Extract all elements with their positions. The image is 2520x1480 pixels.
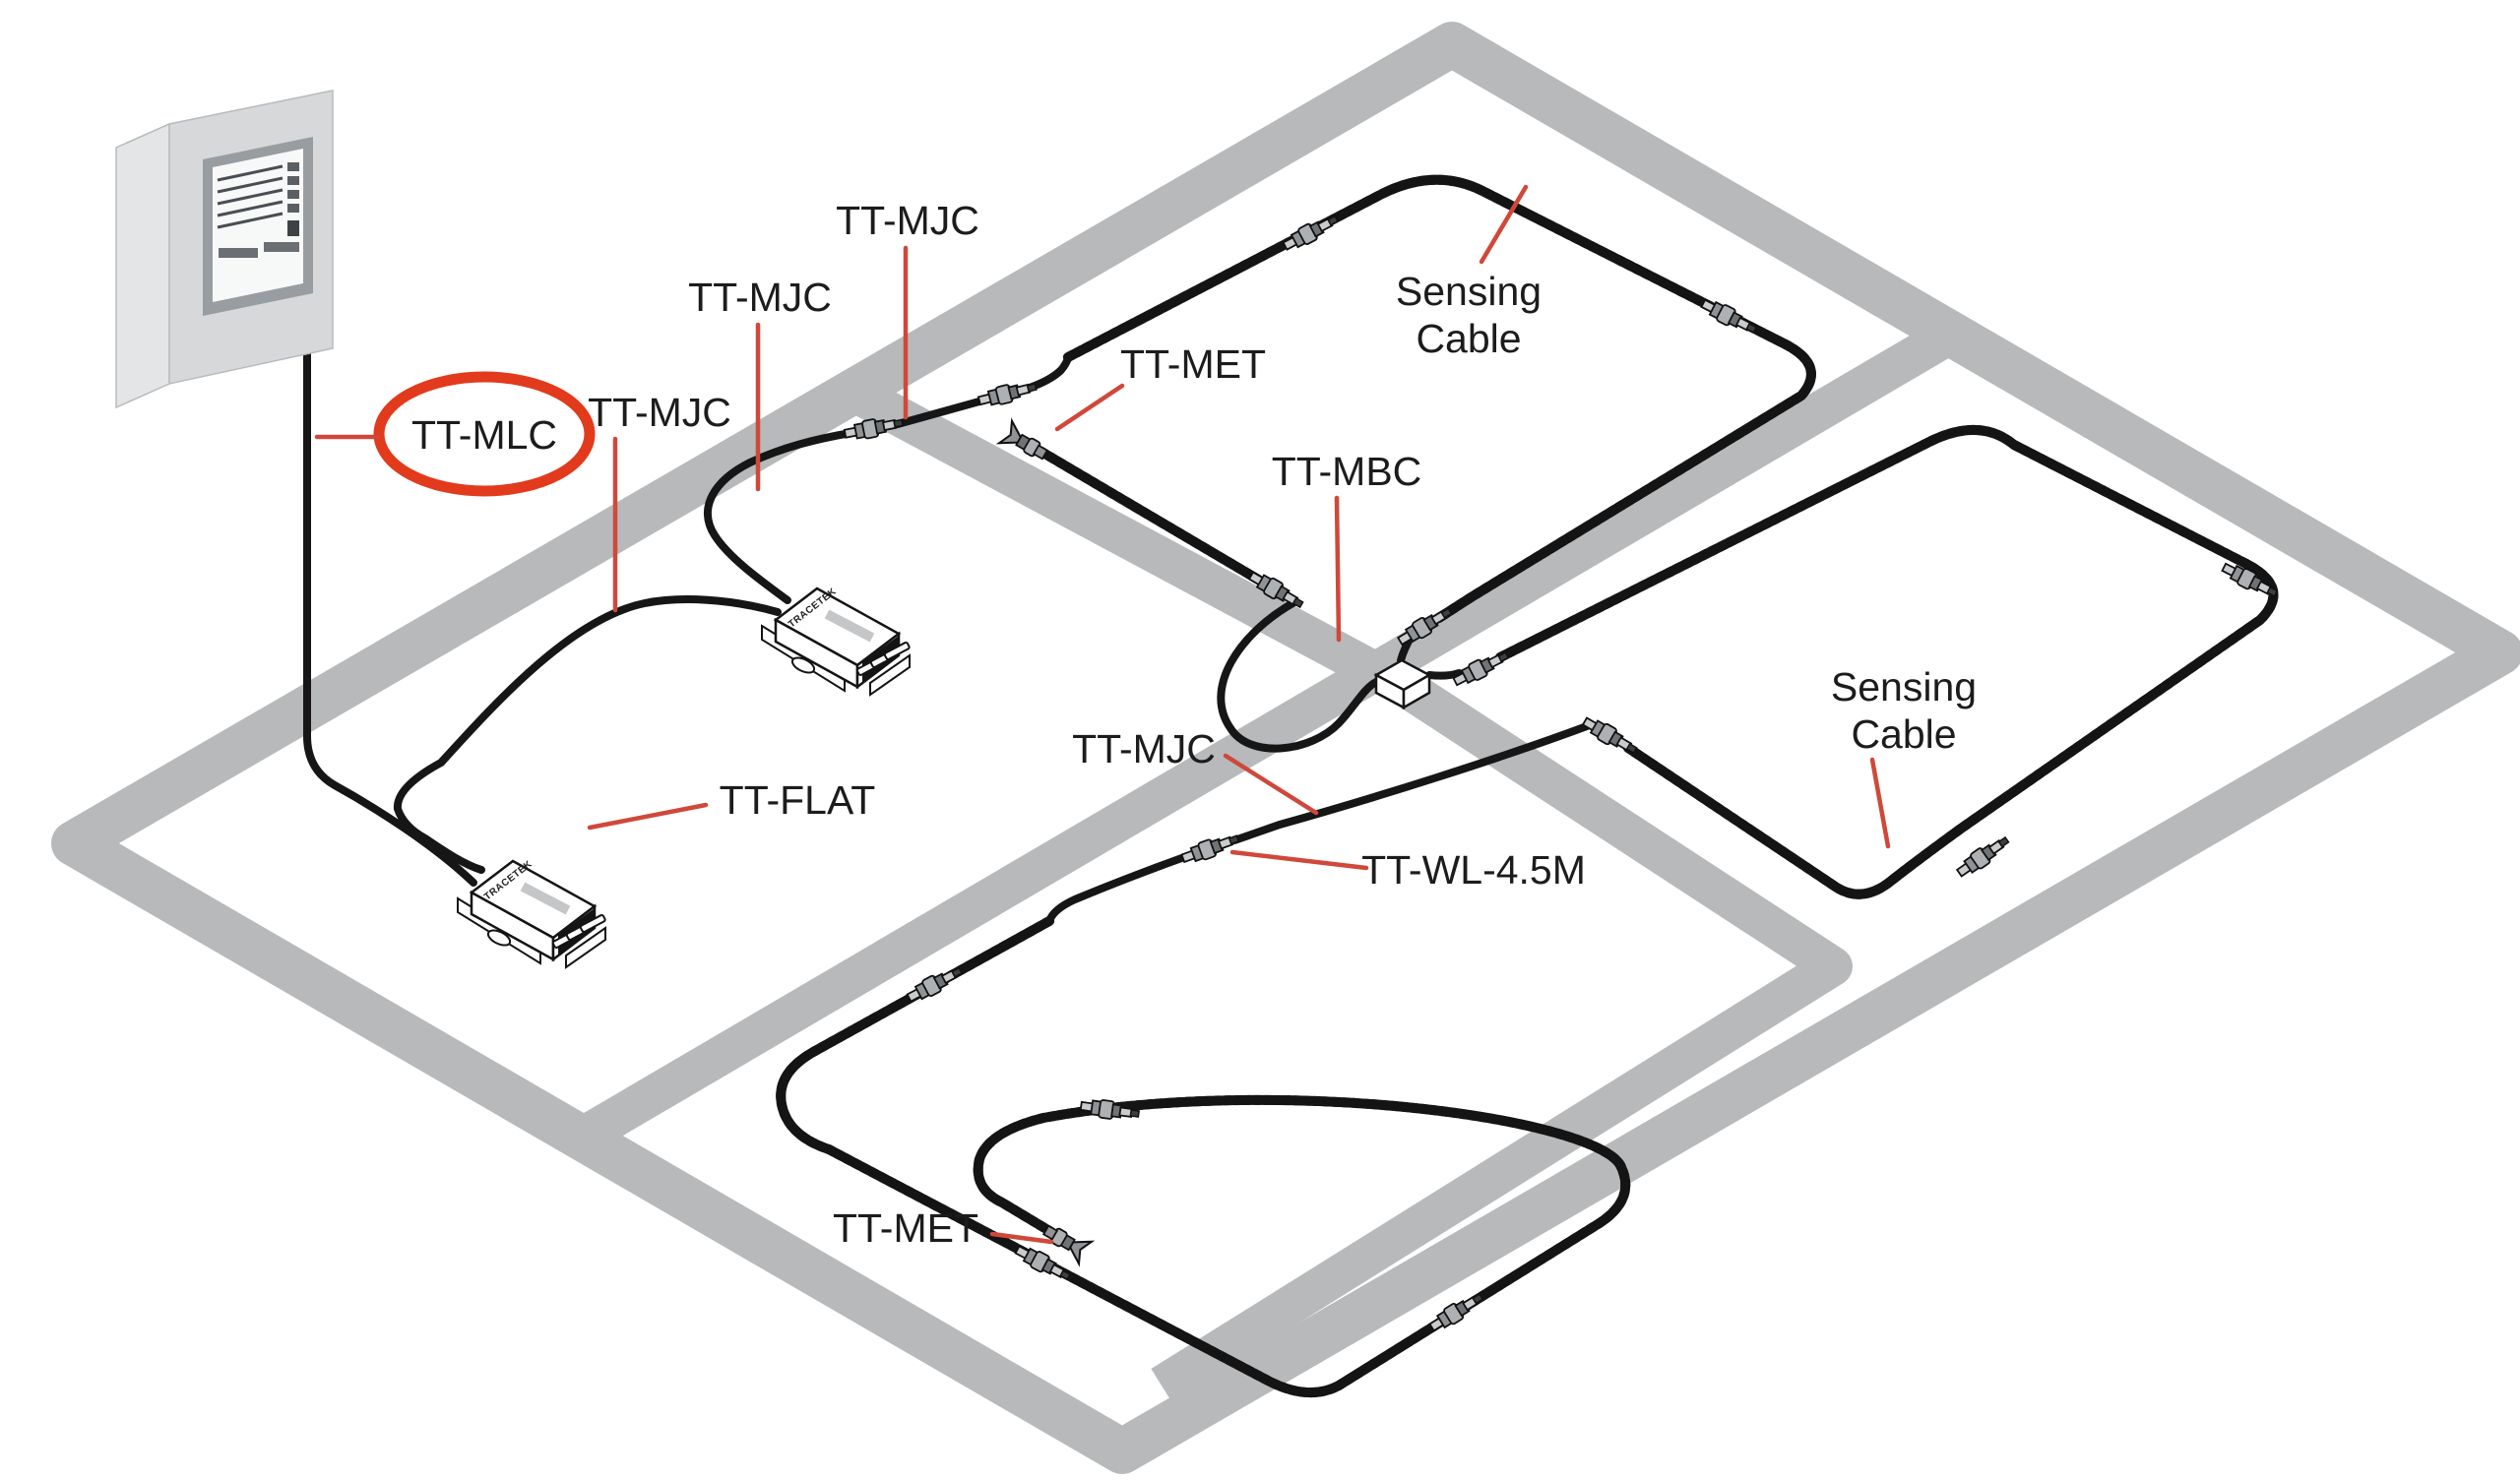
mlc-highlight-ellipse [373, 371, 596, 497]
panel-screen-content [217, 162, 299, 258]
sensing-cables [781, 180, 2273, 1392]
sensing-connector-room1-nw [1280, 210, 1342, 255]
sensing-connector-room1-ne [1698, 294, 1760, 339]
jumper-cables [303, 346, 1591, 925]
label-sensing1-line1: Sensing [1396, 269, 1542, 314]
labels: TT-MLC TT-MJC TT-MJC TT-MJC TT-MJC TT-ME… [411, 198, 1977, 1251]
jumper-module1-module2 [393, 595, 782, 874]
sensing-connector-room2-s [1953, 832, 2013, 882]
sensing-connector-room3-sw [1012, 1241, 1074, 1286]
label-mjc3: TT-MJC [588, 390, 731, 435]
tt-mbc-branching-connector [1373, 658, 1432, 710]
jumper-module2-room1-end [1026, 354, 1072, 392]
label-sensing1-line2: Cable [1416, 316, 1521, 361]
outer-wall [51, 22, 2520, 1474]
label-wl: TT-WL-4.5M [1361, 847, 1586, 893]
label-mjc4: TT-MJC [1072, 726, 1216, 771]
sensing-connector-room3-se [1425, 1288, 1487, 1336]
leader-met1 [1054, 383, 1125, 432]
jumper-module2-room1-mid [894, 396, 990, 428]
room2-start-connector [1450, 646, 1512, 691]
control-panel [115, 90, 334, 409]
label-mlc: TT-MLC [411, 412, 557, 458]
leader-mjc4 [1223, 753, 1319, 816]
label-met1: TT-MET [1120, 341, 1266, 387]
tt-flat-module-2: TRACETEK [761, 586, 911, 697]
jumper-wl-lower [1045, 852, 1191, 925]
label-met2: TT-MET [833, 1205, 978, 1251]
jumper-wl-upper [1230, 722, 1591, 844]
jumper-module2-room1 [703, 429, 854, 604]
label-mjc2: TT-MJC [688, 275, 832, 320]
label-sensing2-line2: Cable [1851, 711, 1956, 757]
wl-connector-upper [1579, 712, 1641, 760]
wl-connector-lower [1178, 829, 1242, 868]
panel-side-face [115, 122, 170, 409]
interior-wall-long [570, 320, 1956, 1155]
leader-met2 [989, 1231, 1054, 1245]
callouts [314, 184, 1891, 1245]
leader-sensing2 [1869, 757, 1891, 849]
leader-wl [1229, 849, 1369, 871]
interior-wall-cross [847, 376, 1853, 1402]
mjc-connector-2 [976, 377, 1040, 410]
leader-flat [587, 802, 709, 831]
jumper-mbc-room2 [1425, 669, 1463, 680]
label-mbc: TT-MBC [1272, 449, 1422, 494]
floor-plan [51, 22, 2520, 1474]
sensing-connector-room3-nw [904, 961, 966, 1007]
jumper-slack-loop-mbc [1217, 598, 1380, 753]
label-sensing2-line1: Sensing [1831, 664, 1977, 709]
label-mjc1: TT-MJC [836, 198, 979, 243]
leader-mbc [1334, 495, 1342, 643]
label-flat: TT-FLAT [720, 777, 876, 823]
tt-flat-module-1: TRACETEK [457, 859, 606, 969]
leader-sensing1 [1479, 184, 1529, 265]
leader-cable-mlc [303, 346, 477, 887]
